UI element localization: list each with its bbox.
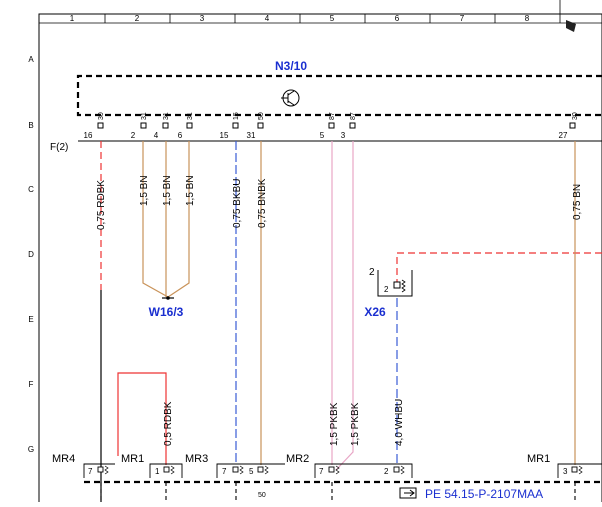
wire-bn-3 [167, 141, 190, 298]
wire-label-8: 1,5 PKBK [350, 402, 361, 446]
pin-15: 15 [220, 131, 229, 140]
mr-pin-a: 7 [88, 467, 93, 476]
mr-pin-labels: 7 1 7 5 7 2 3 [88, 467, 568, 476]
pin-top-87a: 87 [329, 112, 336, 120]
row-e: E [28, 315, 33, 324]
wire-bn-1 [142, 141, 169, 298]
pin-bottom-labels: 16 2 4 6 15 31 5 3 27 [84, 131, 568, 140]
mr-label-mr1a: MR1 [121, 453, 144, 465]
row-d: D [28, 250, 34, 259]
pin-3: 3 [341, 131, 346, 140]
pin-top-31a: 31 [141, 112, 148, 120]
pin-top-87b: 87 [350, 112, 357, 120]
wire-label-5: 0,75 BKBU [232, 179, 243, 228]
wire-labels: 0,75 RDBK 1,5 BN 1,5 BN 1,5 BN 0,75 BKBU… [96, 175, 583, 446]
column-2: 2 [135, 14, 140, 23]
wire-label-9: 0,5 RDBK [163, 401, 174, 446]
column-1: 1 [70, 14, 75, 23]
row-letters: A B C D E F G [28, 55, 34, 454]
relay-pin-inner: 2 [384, 285, 389, 294]
row-g: G [28, 445, 34, 454]
column-5: 5 [330, 14, 335, 23]
mr-pin-d: 5 [249, 467, 254, 476]
row-a: A [28, 55, 34, 64]
pin-6: 6 [178, 131, 183, 140]
module-label: N3/10 [275, 59, 307, 73]
lower-stubs [100, 482, 576, 502]
mr-pin-f: 2 [384, 467, 389, 476]
mr-pin-e: 7 [319, 467, 324, 476]
connector-label: F(2) [50, 142, 68, 153]
relay-label: X26 [364, 305, 386, 319]
pin-2: 2 [131, 131, 136, 140]
wire-rdbk-05 [117, 372, 167, 465]
wire-label-7: 1,5 PKBK [329, 402, 340, 446]
pin-top-30: 30 [98, 112, 105, 120]
mr-labels: MR4 MR1 MR3 MR2 MR1 [52, 453, 550, 465]
pin-top-labels: 30 31 31 31 15 50 87 87 30 [98, 112, 579, 120]
mr-spring-icons [104, 465, 583, 475]
pin-boxes [97, 122, 576, 129]
transistor-icon [281, 89, 300, 107]
relay-pin-outer: 2 [369, 267, 375, 278]
column-numbers: 1 2 3 4 5 6 7 8 [70, 14, 530, 23]
bottom-pin: 50 [258, 492, 266, 499]
wire-label-10: 4,0 WHBU [394, 399, 405, 446]
mr-label-mr1b: MR1 [527, 453, 550, 465]
ground-label: W16/3 [149, 305, 184, 319]
pin-top-50: 50 [258, 112, 265, 120]
grid-frame [38, 13, 602, 507]
pin-5: 5 [320, 131, 325, 140]
pin-16: 16 [84, 131, 93, 140]
column-8: 8 [525, 14, 530, 23]
column-ticks [104, 0, 561, 23]
module-box [76, 74, 602, 117]
mr-label-mr3: MR3 [185, 453, 208, 465]
mr-pin-c: 7 [222, 467, 227, 476]
wire-label-3: 1,5 BN [162, 175, 173, 206]
mr-boxes [83, 463, 602, 478]
row-c: C [28, 185, 34, 194]
reference-link[interactable]: PE 54.15-P-2107MAA [425, 487, 543, 501]
corner-mark-icon [566, 20, 576, 32]
wire-label-1: 0,75 RDBK [96, 180, 107, 230]
column-3: 3 [200, 14, 205, 23]
column-7: 7 [460, 14, 465, 23]
pin-31: 31 [247, 131, 256, 140]
pin-top-31b: 31 [163, 112, 170, 120]
mr-label-mr2: MR2 [286, 453, 309, 465]
mr-pin-g: 3 [563, 467, 568, 476]
row-f: F [29, 380, 34, 389]
pin-top-15: 15 [233, 112, 240, 120]
wire-label-6: 0,75 BNBK [257, 178, 268, 228]
ground-point [162, 296, 174, 300]
pin-top-edge: 30 [572, 112, 579, 120]
wire-label-11: 0,75 BN [572, 184, 583, 220]
mr-label-mr4: MR4 [52, 453, 75, 465]
pin-top-31c: 31 [187, 112, 194, 120]
wire-rd-relay [396, 252, 602, 282]
column-4: 4 [265, 14, 270, 23]
mr-pin-b: 1 [155, 467, 160, 476]
pin-27: 27 [559, 131, 568, 140]
wires [100, 141, 602, 502]
column-6: 6 [395, 14, 400, 23]
reference-hand-icon [399, 487, 417, 499]
pin-4: 4 [154, 131, 159, 140]
relay-symbol [377, 270, 413, 297]
row-b: B [28, 121, 33, 130]
mr-pin-boxes [97, 466, 578, 473]
wire-label-4: 1,5 BN [185, 175, 196, 206]
wire-label-2: 1,5 BN [139, 175, 150, 206]
